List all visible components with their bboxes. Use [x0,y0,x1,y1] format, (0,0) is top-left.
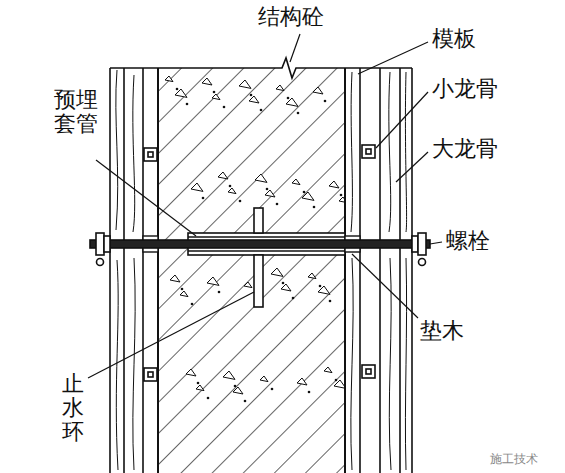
aggregate [292,179,300,185]
aggregate-dot [239,200,242,203]
aggregate [196,385,204,391]
aggregate [212,94,220,100]
aggregate [233,387,243,394]
aggregate [218,172,228,179]
aggregate-dot [213,91,216,94]
part-label: 小龙骨 [432,76,498,102]
aggregate [265,190,275,197]
aggregate-dot [207,397,210,400]
aggregate-dot [244,400,247,403]
aggregate-dot [181,288,184,291]
aggregate-dot [340,194,343,197]
aggregate [276,85,284,91]
aggregate-dot [202,197,205,200]
aggregate [271,268,283,276]
right-formwork [345,68,412,473]
aggregate [297,378,307,385]
aggregate [260,376,268,382]
part-label: 螺栓 [446,228,490,254]
aggregate-dot [271,388,274,391]
aggregate [202,78,212,85]
concrete-wall [158,58,352,473]
aggregate-dot [282,282,285,285]
aggregate-dot [218,291,221,294]
aggregate [308,273,316,279]
aggregate-dot [234,385,237,388]
aggregate-dot [250,94,253,97]
aggregate-dot [260,109,263,112]
bolt [90,233,430,266]
water-stop-ring [254,208,263,307]
aggregate-dot [191,303,194,306]
part-label: 预埋套管 [54,88,98,136]
aggregate-dot [297,112,300,115]
aggregate [191,183,203,191]
aggregate-dot [276,203,279,206]
aggregate [255,174,267,182]
aggregate [223,371,235,379]
aggregate-dot [335,379,338,382]
aggregate-dot [292,297,295,300]
aggregate [249,96,259,103]
part-label: 垫木 [420,318,464,344]
aggregate [324,367,332,373]
part-label: 结构砼 [258,4,324,30]
aggregate-dot [229,185,232,188]
aggregate [329,181,339,188]
aggregate [165,76,173,82]
aggregate-dot [186,103,189,106]
aggregate [186,369,196,376]
aggregate [281,284,291,291]
left-formwork [110,68,158,473]
aggregate-dot [176,88,179,91]
aggregate-dot [287,97,290,100]
part-label: 大龙骨 [432,136,498,162]
aggregate [180,291,188,297]
part-label: 止水环 [62,372,84,445]
aggregate-dot [313,206,316,209]
aggregate [313,87,323,94]
aggregate-dot [329,300,332,303]
aggregate [228,188,236,194]
part-label: 模板 [432,26,476,52]
aggregate [207,277,219,285]
aggregate-dot [303,191,306,194]
aggregate [334,380,345,388]
aggregate-dot [266,188,269,191]
aggregate-dot [324,100,327,103]
aggregate [244,282,252,288]
aggregate-dot [308,391,311,394]
aggregate-dot [197,382,200,385]
leader-lines [88,34,442,378]
aggregate-dot [319,285,322,288]
aggregate-dot [223,106,226,109]
watermark: 施工技术 [490,452,538,466]
aggregate [239,80,251,88]
aggregate [170,275,180,282]
